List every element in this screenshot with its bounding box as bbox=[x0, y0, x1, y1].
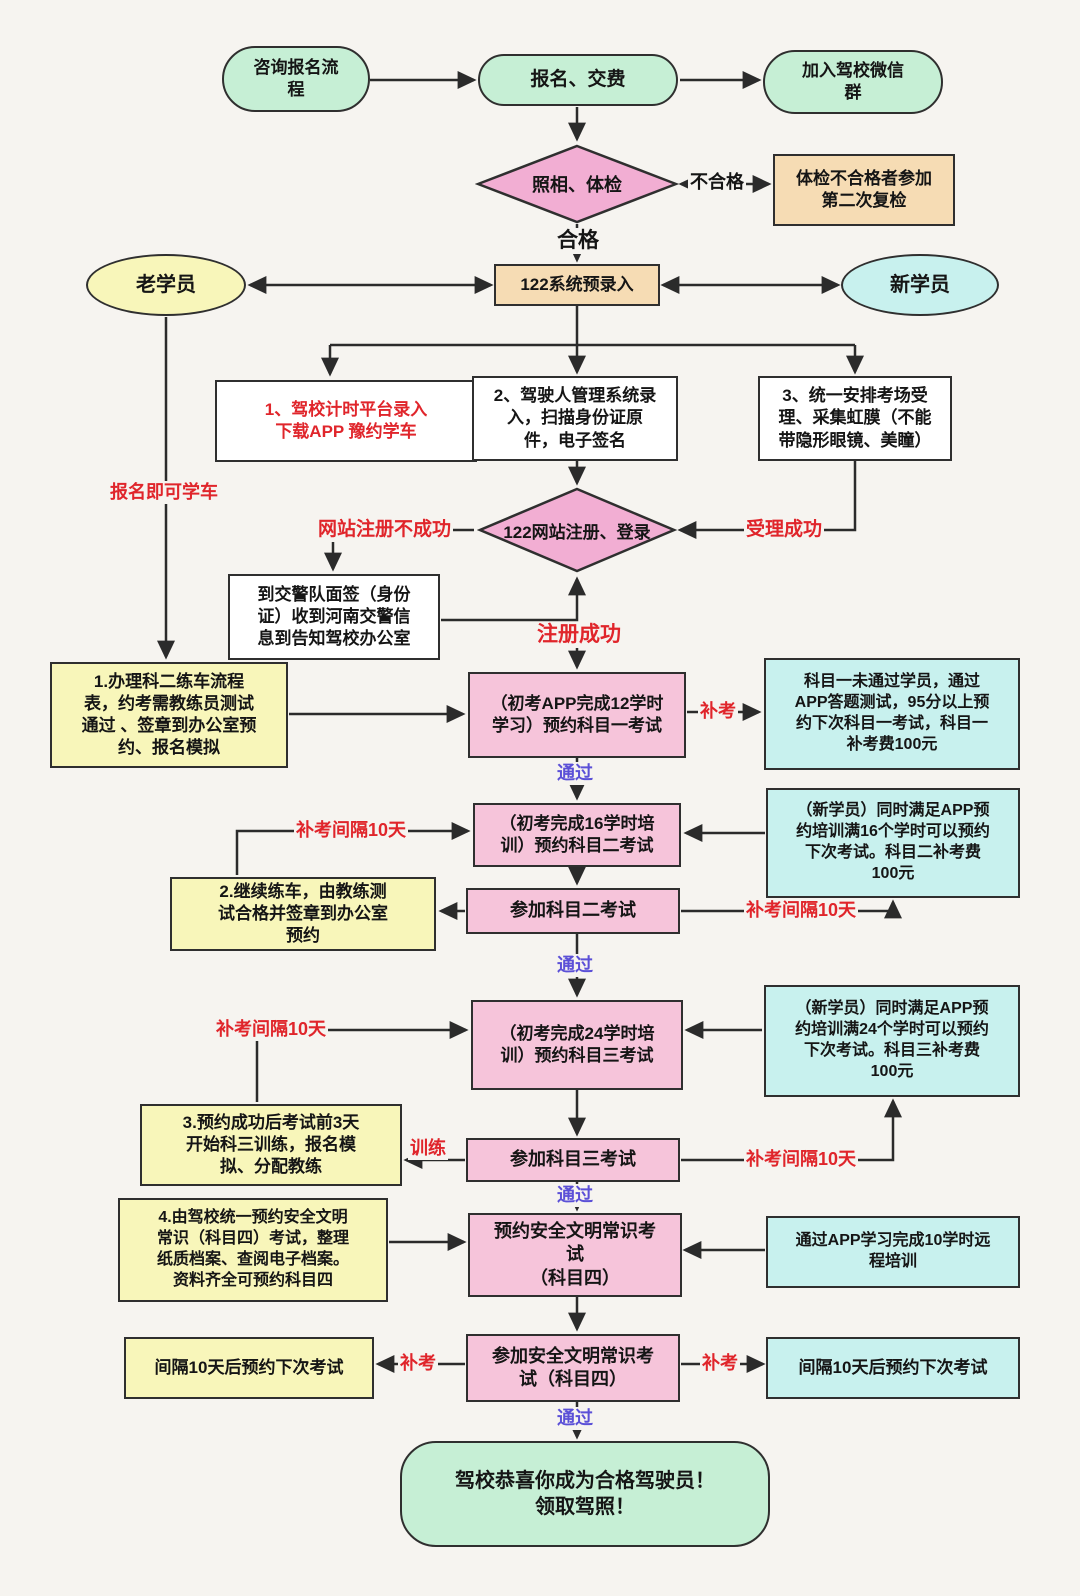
node-book-subject1-exam: （初考APP完成12学时 学习）预约科目一考试 bbox=[468, 672, 686, 758]
node-take-subject4-exam: 参加安全文明常识考 试（科目四） bbox=[466, 1334, 680, 1402]
edge-label-pass-3: 通过 bbox=[555, 1184, 595, 1207]
node-wait10-left: 间隔10天后预约下次考试 bbox=[124, 1337, 374, 1399]
node-web122-register-login-label: 122网站注册、登录 bbox=[503, 522, 651, 542]
node-task1-ke2-practice: 1.办理科二练车流程 表，约考需教练员测试 通过 、签章到办公室预 约、报名模拟 bbox=[50, 662, 288, 768]
edge-label-retake-gap-3l: 补考间隔10天 bbox=[214, 1018, 329, 1041]
node-consult-process: 咨询报名流 程 bbox=[222, 46, 370, 112]
edge-label-retake-4r: 补考 bbox=[700, 1352, 740, 1375]
node-timing-platform-entry: 1、驾校计时平台录入 下载APP 豫约学车 bbox=[215, 380, 477, 462]
edge-label-pass-1: 通过 bbox=[555, 762, 595, 785]
flow-arrow bbox=[441, 576, 586, 622]
edge-label-web-reg-fail: 网站注册不成功 bbox=[316, 518, 454, 542]
flow-arrow bbox=[677, 461, 857, 539]
node-remote-training-10h: 通过APP学习完成10学时远 程培训 bbox=[766, 1216, 1020, 1288]
node-signup-pay: 报名、交费 bbox=[478, 54, 678, 106]
node-book-subject3-exam: （初考完成24学时培 训）预约科目三考试 bbox=[471, 1000, 683, 1090]
edge-label-pass-2: 通过 bbox=[555, 954, 595, 977]
node-exam-site-iris: 3、统一安排考场受 理、采集虹膜（不能 带隐形眼镜、美瞳） bbox=[758, 376, 952, 461]
node-final-license: 驾校恭喜你成为合格驾驶员！ 领取驾照！ bbox=[400, 1441, 770, 1547]
edge-label-pass-4: 通过 bbox=[555, 1407, 595, 1430]
node-old-student: 老学员 bbox=[86, 254, 246, 316]
edge-label-reg-ok: 注册成功 bbox=[535, 622, 623, 649]
node-recheck: 体检不合格者参加 第二次复检 bbox=[773, 154, 955, 226]
node-take-subject2-exam: 参加科目二考试 bbox=[466, 888, 680, 934]
edge-label-retake-4l: 补考 bbox=[398, 1352, 438, 1375]
edge-label-retake-gap-2l: 补考间隔10天 bbox=[294, 819, 409, 842]
node-task3-ke3-training: 3.预约成功后考试前3天 开始科三训练，报名模 拟、分配教练 bbox=[140, 1104, 402, 1186]
node-book-subject2-exam: （初考完成16学时培 训）预约科目二考试 bbox=[473, 803, 681, 867]
edge-label-qualified: 合格 bbox=[555, 228, 601, 255]
node-wait10-right: 间隔10天后预约下次考试 bbox=[766, 1337, 1020, 1399]
edge-label-retake-gap-3r: 补考间隔10天 bbox=[744, 1148, 859, 1171]
node-web122-register-login: 122网站注册、登录 bbox=[477, 487, 677, 573]
node-photo-physical-check: 照相、体检 bbox=[475, 144, 679, 224]
node-photo-physical-check-label: 照相、体检 bbox=[532, 175, 622, 195]
edge-label-accept-ok: 受理成功 bbox=[744, 518, 825, 542]
node-new24-hours-info: （新学员）同时满足APP预 约培训满24个学时可以预约 下次考试。科目三补考费 … bbox=[764, 985, 1020, 1097]
node-driver-mgmt-entry: 2、驾驶人管理系统录 入，扫描身份证原 件，电子签名 bbox=[472, 376, 678, 461]
node-new16-hours-info: （新学员）同时满足APP预 约培训满16个学时可以预约 下次考试。科目二补考费 … bbox=[766, 788, 1020, 898]
node-task4-archives: 4.由驾校统一预约安全文明 常识（科目四）考试，整理 纸质档案、查阅电子档案。 … bbox=[118, 1198, 388, 1302]
edge-label-signup-learn: 报名即可学车 bbox=[108, 481, 220, 504]
flow-arrow bbox=[255, 1021, 469, 1102]
node-police-sign: 到交警队面签（身份 证）收到河南交警信 息到告知驾校办公室 bbox=[228, 574, 440, 660]
node-subject1-fail-info: 科目一未通过学员，通过 APP答题测试，95分以上预 约下次科目一考试，科目一 … bbox=[764, 658, 1020, 770]
node-sys122-preentry: 122系统预录入 bbox=[494, 264, 660, 306]
node-book-subject4-exam: 预约安全文明常识考 试 （科目四） bbox=[468, 1213, 682, 1297]
edge-label-unqualified: 不合格 bbox=[688, 171, 746, 194]
node-join-wechat-group: 加入驾校微信 群 bbox=[763, 50, 943, 114]
node-take-subject3-exam: 参加科目三考试 bbox=[466, 1138, 680, 1182]
edge-label-retake-1: 补考 bbox=[698, 700, 738, 723]
edge-label-training: 训练 bbox=[408, 1137, 448, 1160]
node-new-student: 新学员 bbox=[841, 254, 999, 316]
node-task2-keep-practicing: 2.继续练车，由教练测 试合格并签章到办公室 预约 bbox=[170, 877, 436, 951]
edge-label-retake-gap-2r: 补考间隔10天 bbox=[744, 899, 859, 922]
